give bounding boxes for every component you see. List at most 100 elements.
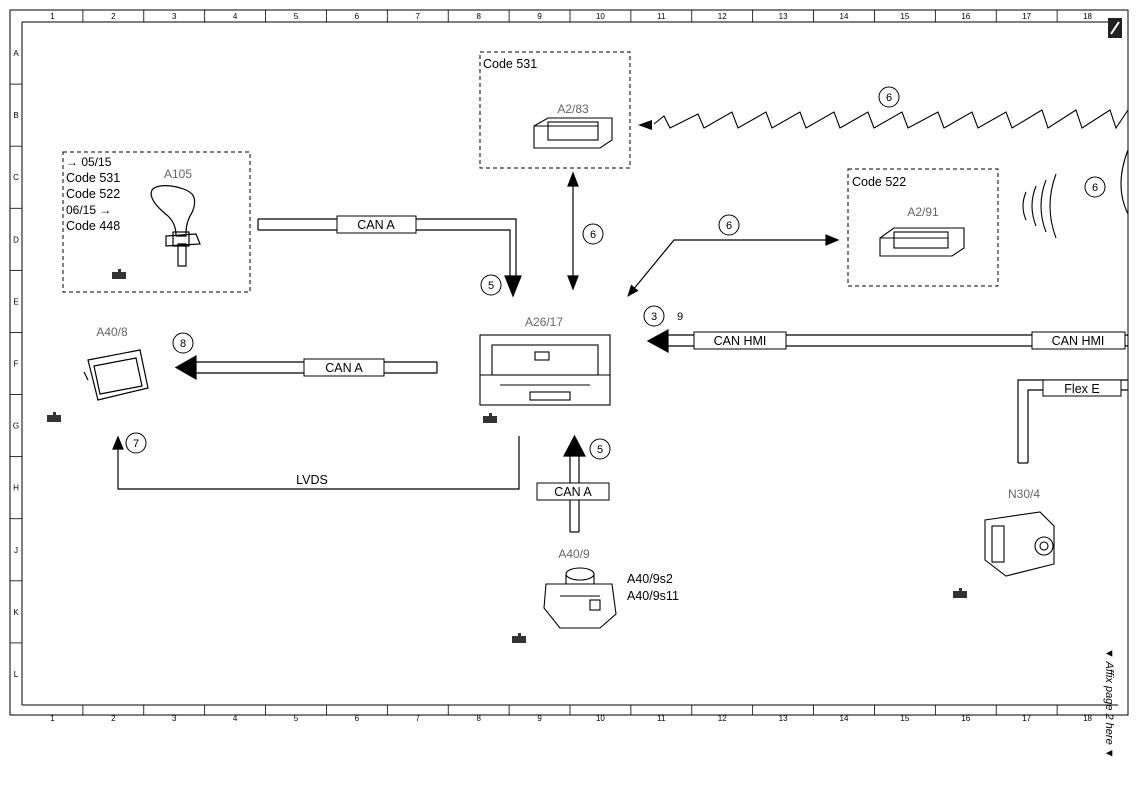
grid-row-label: F	[14, 360, 19, 369]
reference-hand-icon	[512, 633, 526, 643]
can-a-label-box: CAN A	[536, 482, 610, 501]
can-a-label: CAN A	[325, 361, 363, 375]
affix-note: ▼ Affix page 2 here ▼	[1103, 648, 1115, 759]
a40-9-controller: A40/9 A40/9s2 A40/9s11	[512, 547, 679, 643]
grid-column-label: 11	[657, 12, 666, 21]
wireless-link-diagonal	[627, 234, 840, 297]
grid-column-label: 7	[416, 12, 421, 21]
callout-8: 8	[172, 332, 194, 354]
grid-column-label: 16	[961, 12, 970, 21]
grid-column-label: 4	[233, 12, 238, 21]
callout-6: 6	[878, 86, 900, 108]
a2-83-label: A2/83	[557, 102, 589, 116]
a2-83-module: Code 531 A2/83	[479, 51, 631, 169]
wireless-link-vertical	[567, 171, 579, 291]
grid-column-label: 1	[50, 12, 55, 21]
a105-note-4: 06/15 →	[66, 203, 111, 217]
grid-row-label: A	[13, 49, 19, 58]
n30-4-label: N30/4	[1008, 487, 1040, 501]
grid-row-label: J	[14, 546, 18, 555]
gear-selector-icon	[150, 185, 201, 267]
svg-text:6: 6	[1092, 182, 1098, 194]
reference-hand-icon	[47, 412, 61, 422]
grid-row-label: G	[13, 422, 19, 431]
reference-hand-icon	[483, 413, 497, 423]
svg-text:6: 6	[726, 220, 732, 232]
grid-column-label: 12	[718, 12, 727, 21]
radio-signal-zigzag	[638, 109, 1129, 130]
grid-row-label: C	[13, 173, 19, 182]
grid-column-label: 15	[900, 714, 909, 723]
a26-17-unit: A26/17	[479, 315, 611, 423]
grid-column-label: 6	[355, 12, 360, 21]
svg-text:6: 6	[590, 229, 596, 241]
a105-note-2: Code 531	[66, 171, 120, 185]
callout-5: 5	[480, 274, 502, 296]
touchpad-controller-icon	[543, 567, 617, 629]
a40-8-display: A40/8	[47, 325, 149, 422]
svg-text:5: 5	[597, 444, 603, 456]
can-hmi-label: CAN HMI	[714, 334, 767, 348]
callout-7: 7	[125, 432, 147, 454]
lvds-label: LVDS	[296, 473, 328, 487]
svg-text:8: 8	[180, 338, 186, 350]
svg-text:6: 6	[886, 92, 892, 104]
pencil-icon	[1108, 18, 1122, 38]
a40-9-switch-2: A40/9s11	[627, 589, 679, 603]
can-hmi-label: CAN HMI	[1052, 334, 1105, 348]
grid-column-label: 13	[779, 12, 788, 21]
grid-column-label: 18	[1083, 12, 1092, 21]
grid-column-label: 18	[1083, 714, 1092, 723]
can-a-label-box: CAN A	[336, 215, 417, 234]
can-a-label: CAN A	[554, 485, 592, 499]
grid-column-label: 13	[779, 714, 788, 723]
radio-waves-icon	[1022, 149, 1129, 239]
grid-column-label: 11	[657, 714, 666, 723]
grid-column-label: 5	[294, 12, 299, 21]
camera-module-icon	[984, 511, 1055, 577]
grid-column-label: 7	[416, 714, 421, 723]
a2-91-label: A2/91	[907, 205, 939, 219]
reference-hand-icon	[953, 588, 967, 598]
callout-6: 6	[582, 223, 604, 245]
can-hmi-label-box: CAN HMI	[693, 331, 787, 350]
n30-4-unit: N30/4	[953, 487, 1055, 598]
a40-9-label: A40/9	[558, 547, 590, 561]
grid-column-label: 10	[596, 12, 605, 21]
grid-column-label: 9	[537, 12, 542, 21]
grid-column-label: 14	[840, 714, 849, 723]
flex-e-label: Flex E	[1064, 382, 1099, 396]
grid-row-label: K	[13, 608, 19, 617]
grid-column-label: 17	[1022, 714, 1031, 723]
grid-column-label: 8	[476, 714, 481, 723]
a2-91-module: Code 522 A2/91	[847, 168, 999, 287]
svg-text:5: 5	[488, 280, 494, 292]
a105-module: → 05/15 Code 531 Code 522 06/15 → Code 4…	[62, 151, 251, 293]
callout-3: 3	[643, 305, 665, 327]
a40-9-switch-1: A40/9s2	[627, 572, 673, 586]
grid-column-label: 5	[294, 714, 299, 723]
grid-column-label: 1	[50, 714, 55, 723]
antenna-module-icon	[879, 227, 965, 257]
display-icon	[83, 349, 149, 401]
a2-91-code: Code 522	[852, 175, 906, 189]
svg-text:7: 7	[133, 438, 139, 450]
grid-column-label: 12	[718, 714, 727, 723]
can-hmi-label-box: CAN HMI	[1031, 331, 1126, 350]
head-unit-icon	[479, 334, 611, 406]
grid-row-label: D	[13, 235, 19, 244]
grid-column-label: 8	[476, 12, 481, 21]
callout-5: 5	[589, 438, 611, 460]
lvds-line	[112, 435, 520, 490]
a105-note-1: → 05/15	[66, 155, 112, 169]
callout-6: 6	[1084, 176, 1106, 198]
reference-hand-icon	[112, 269, 126, 279]
grid-row-label: B	[13, 111, 18, 120]
grid-column-label: 9	[537, 714, 542, 723]
grid-column-label: 3	[172, 714, 177, 723]
grid-column-label: 14	[840, 12, 849, 21]
grid-column-label: 15	[900, 12, 909, 21]
